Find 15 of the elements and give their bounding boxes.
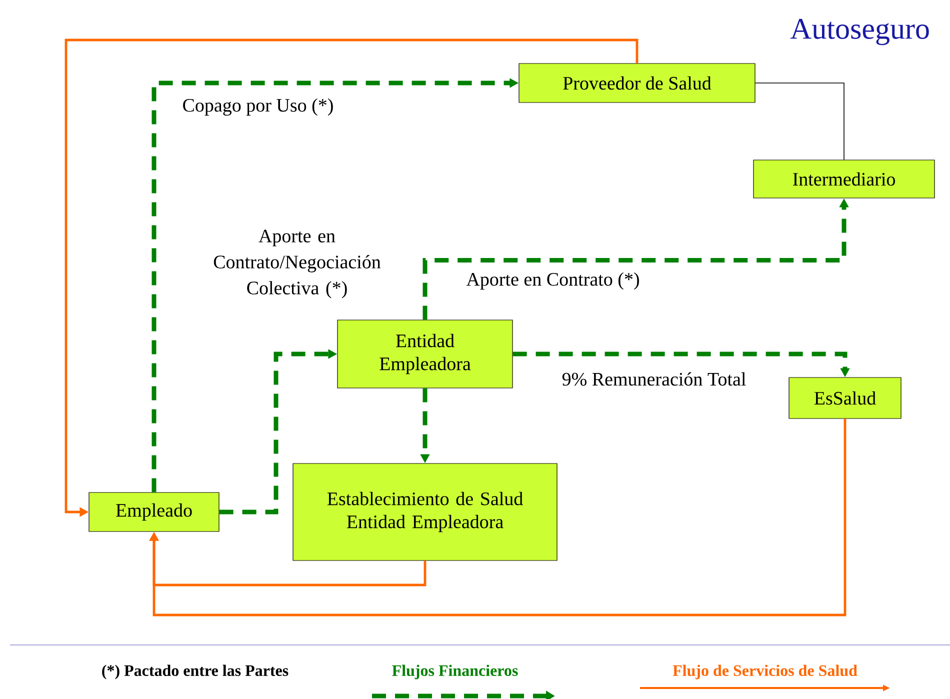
- process-box: Intermediario: [753, 160, 935, 198]
- edge-label: Aporte en Contrato/Negociación Colectiva (*): [188, 228, 406, 300]
- process-box: Establecimiento de Salud Entidad Empleadora: [292, 463, 558, 561]
- process-box: Empleado: [88, 492, 220, 532]
- process-box: Proveedor de Salud: [518, 63, 756, 103]
- note: (*) Pactado entre las Partes: [102, 664, 288, 680]
- legend-label: Flujo de Servicios de Salud: [672, 664, 858, 680]
- process-box: EsSalud: [788, 377, 902, 419]
- edge-label: 9% Remuneración Total: [560, 371, 748, 387]
- process-box: Entidad Empleadora: [337, 320, 513, 388]
- edge-label: Aporte en Contrato (*): [465, 271, 641, 291]
- arrow: [149, 418, 846, 616]
- edge-label: Copago por Uso (*): [181, 97, 335, 117]
- title: Autoseguro: [790, 18, 929, 46]
- legend-label: Flujos Financieros: [392, 664, 518, 680]
